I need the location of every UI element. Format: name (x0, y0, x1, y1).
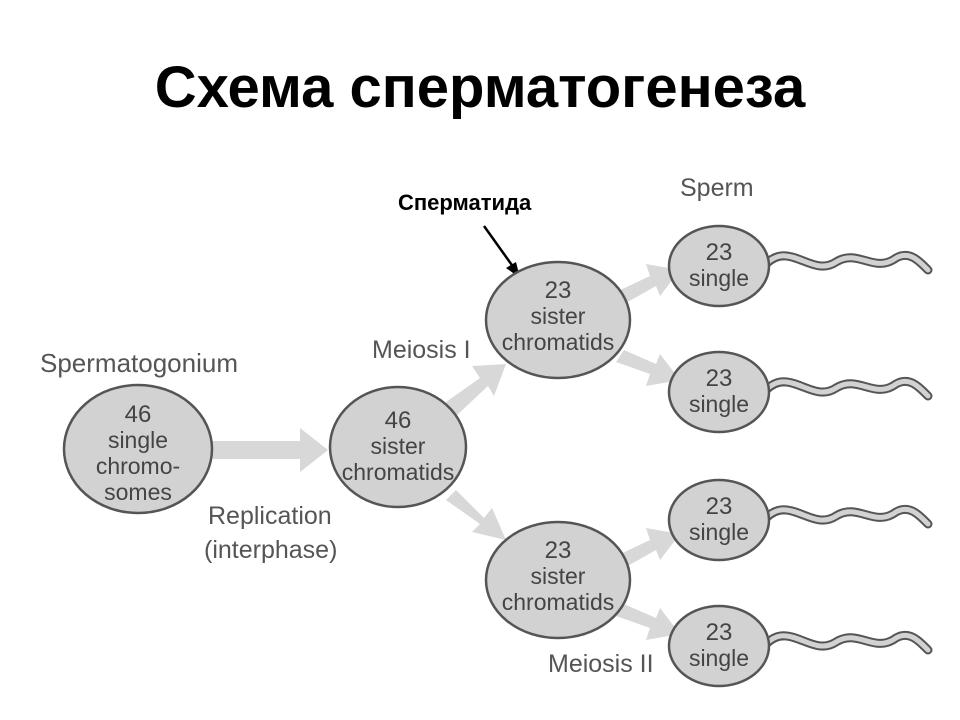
meiosis2-arrow-4 (616, 604, 680, 640)
sperm-4-number: 23 (706, 619, 733, 646)
meiosis1-arrow-up (446, 364, 506, 416)
spermatogonium-line2: chromo- (96, 453, 180, 479)
replicated-number: 46 (385, 407, 412, 434)
callout-arrow (482, 225, 520, 278)
spermatid-1-line1: sister (531, 303, 586, 329)
spermatid-2-line1: sister (531, 563, 586, 589)
spermatogonium-label: Spermatogonium (40, 348, 238, 378)
interphase-label: (interphase) (204, 536, 337, 564)
spermatid-cell-1: 23 sister chromatids (484, 260, 632, 380)
sperm-3-line1: single (689, 519, 749, 545)
meiosis2-arrow-3 (616, 528, 680, 568)
sperm-1-number: 23 (706, 239, 733, 266)
spermatid-1-line2: chromatids (502, 329, 614, 355)
slide-title: Схема сперматогенеза (154, 55, 806, 120)
spermatogonium-cell: 46 single chromo- somes (62, 383, 214, 515)
spermatogonium-line3: somes (104, 479, 172, 505)
spermatid-callout-label: Сперматида (398, 190, 532, 215)
spermatid-2-number: 23 (545, 537, 572, 564)
meiosis-2-label: Meiosis II (548, 650, 654, 678)
sperm-cell-1: 23 single (667, 224, 933, 308)
meiosis-1-label: Meiosis I (372, 336, 471, 364)
sperm-cell-3: 23 single (667, 478, 933, 562)
meiosis2-arrow-1 (616, 264, 680, 304)
process-arrows (208, 264, 680, 640)
replicated-cell: 46 sister chromatids (328, 385, 468, 509)
sperm-cell-2: 23 single (667, 350, 933, 434)
replicated-line1: sister (371, 433, 426, 459)
sperm-cell-4: 23 single (667, 604, 933, 688)
spermatogonium-line1: single (108, 427, 168, 453)
meiosis1-arrow-down (446, 490, 506, 540)
replicated-line2: chromatids (342, 459, 454, 485)
sperm-4-line1: single (689, 645, 749, 671)
sperm-3-number: 23 (706, 493, 733, 520)
replication-label: Replication (208, 502, 332, 530)
spermatid-1-number: 23 (545, 277, 572, 304)
sperm-label: Sperm (680, 174, 754, 202)
sperm-2-number: 23 (706, 365, 733, 392)
sperm-2-line1: single (689, 391, 749, 417)
spermatid-cell-2: 23 sister chromatids (484, 520, 632, 640)
sperm-1-line1: single (689, 265, 749, 291)
replication-arrow (208, 428, 328, 472)
spermatid-2-line2: chromatids (502, 589, 614, 615)
meiosis2-arrow-2 (616, 350, 680, 386)
spermatogonium-number: 46 (125, 401, 152, 428)
